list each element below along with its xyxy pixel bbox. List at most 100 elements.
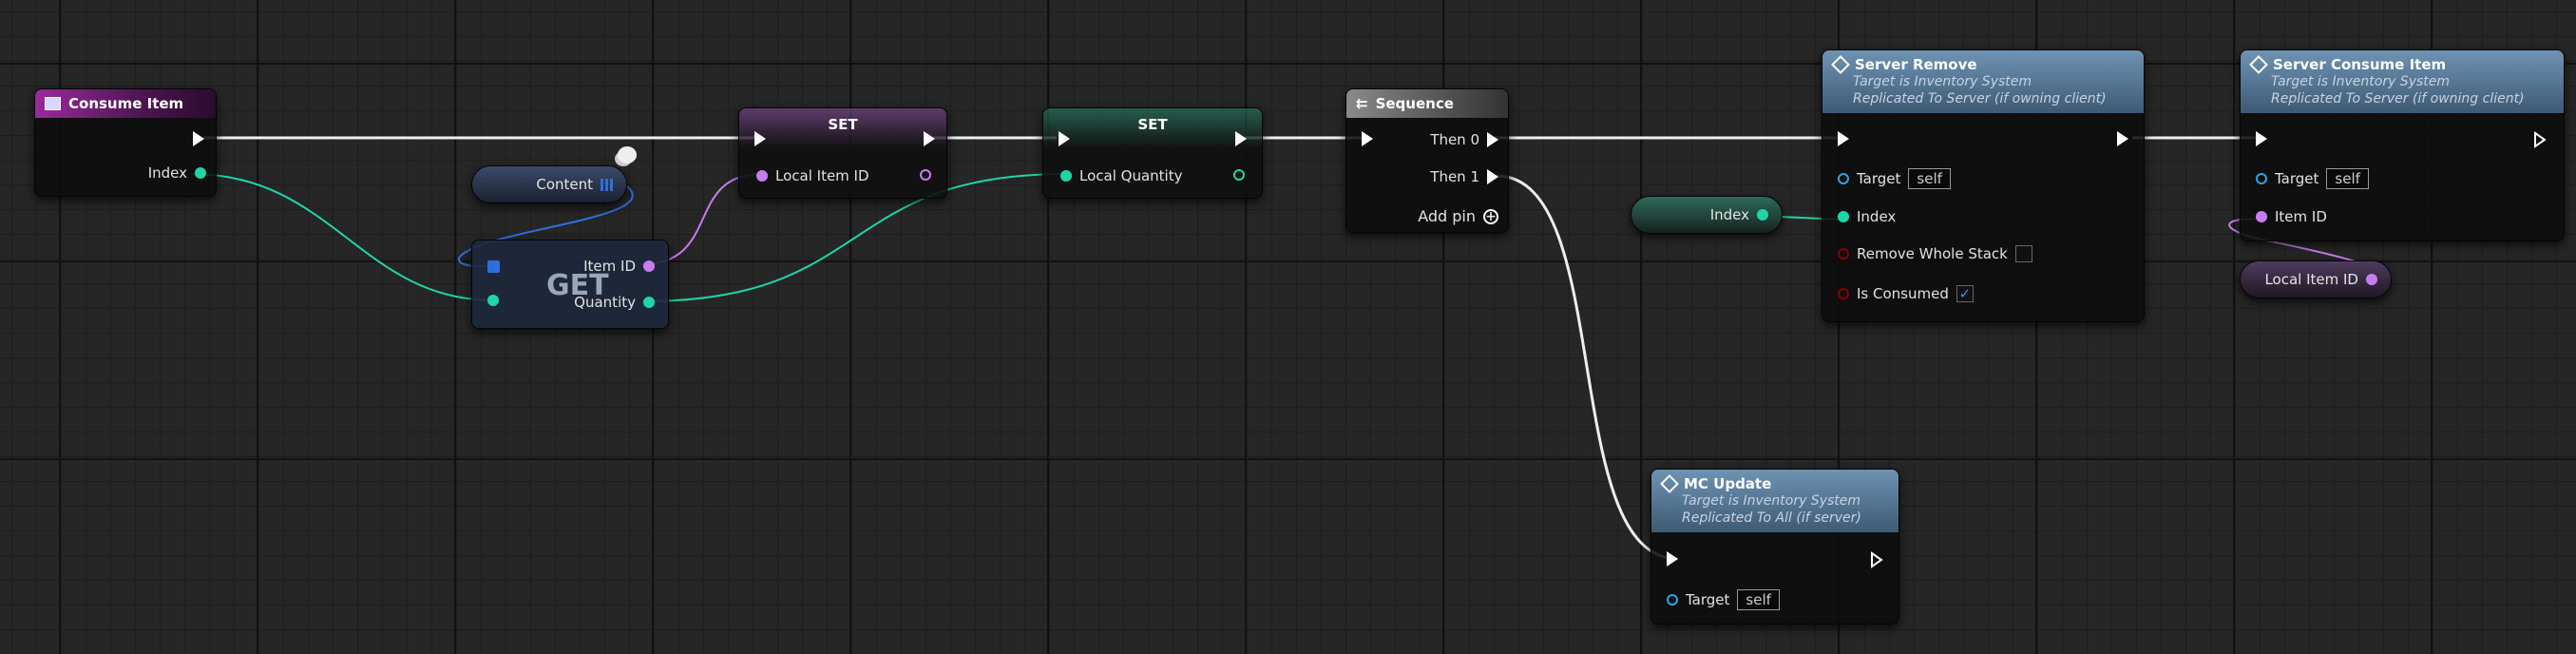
server-remove-sub1: Target is Inventory System (1853, 74, 2032, 89)
get-array-pin[interactable] (487, 260, 500, 273)
exec-wire (1496, 174, 1679, 561)
mc-update-header[interactable]: MC Update Target is Inventory System Rep… (1651, 470, 1899, 532)
index-pin[interactable] (195, 167, 206, 179)
sequence-exec-in[interactable] (1362, 131, 1373, 146)
index-var-label: Index (1709, 206, 1749, 223)
sequence-then0-label: Then 0 (1430, 131, 1479, 148)
server-consume-item-id-pin[interactable] (2256, 211, 2267, 222)
add-pin-button[interactable]: Add pin + (1418, 207, 1498, 225)
sequence-header[interactable]: ⇇ Sequence (1346, 89, 1508, 118)
local-item-id-variable-node[interactable]: Local Item ID (2240, 260, 2392, 298)
server-remove-sub2: Replicated To Server (if owning client) (1853, 91, 2107, 106)
content-variable-node[interactable]: Content (471, 165, 627, 203)
exec-pin-icon (2117, 131, 2128, 146)
set-item-exec-out[interactable] (924, 131, 935, 146)
exec-pin-icon (1838, 131, 1849, 146)
get-quantity-label: Quantity (574, 294, 636, 311)
set-item-pin-label: Local Item ID (775, 167, 869, 184)
set-local-item-id-node[interactable]: SET Local Item ID (738, 107, 947, 199)
quantity-wire (642, 173, 1067, 302)
get-node[interactable]: GET Item ID Quantity (471, 240, 669, 329)
mc-update-node[interactable]: MC Update Target is Inventory System Rep… (1651, 469, 1899, 625)
consume-item-node[interactable]: Consume Item Index (34, 88, 217, 197)
set-quantity-input-pin[interactable] (1060, 170, 1072, 182)
server-consume-item-id-label: Item ID (2275, 208, 2327, 225)
event-icon (45, 97, 61, 110)
server-consume-sub2: Replicated To Server (if owning client) (2271, 91, 2525, 106)
server-remove-index-pin[interactable] (1838, 211, 1849, 222)
exec-pin-icon (754, 131, 766, 146)
mc-update-target-pin[interactable] (1667, 594, 1678, 606)
content-label: Content (536, 176, 593, 193)
server-consume-header[interactable]: Server Consume Item Target is Inventory … (2241, 50, 2564, 113)
mc-update-self-field[interactable]: self (1737, 589, 1780, 610)
server-remove-title: Server Remove (1855, 56, 1977, 73)
get-quantity-pin[interactable] (643, 297, 655, 308)
server-remove-index-label: Index (1857, 208, 1897, 225)
get-index-pin[interactable] (487, 295, 499, 306)
server-consume-target-label: Target (2275, 170, 2319, 187)
exec-out-hollow-icon (1871, 551, 1883, 568)
server-consume-item-node[interactable]: Server Consume Item Target is Inventory … (2240, 49, 2565, 241)
exec-pin-icon (1059, 131, 1070, 146)
index-wire (191, 173, 495, 301)
set-item-title: SET (828, 116, 858, 133)
function-icon (1660, 474, 1679, 493)
set-quantity-title: SET (1137, 116, 1168, 133)
then1-pin[interactable] (1487, 169, 1498, 184)
set-quantity-exec-in[interactable] (1059, 131, 1070, 146)
get-item-id-pin[interactable] (643, 260, 655, 272)
server-consume-self-field[interactable]: self (2326, 168, 2369, 189)
mc-update-exec-out[interactable] (1870, 551, 1883, 568)
mc-update-exec-in[interactable] (1667, 551, 1678, 567)
mc-update-sub1: Target is Inventory System (1682, 493, 1861, 509)
mc-update-target-label: Target (1686, 591, 1730, 608)
is-consumed-checkbox[interactable]: ✓ (1956, 285, 1974, 302)
server-remove-self-field[interactable]: self (1908, 168, 1951, 189)
set-item-exec-in[interactable] (754, 131, 766, 146)
add-pin-label: Add pin (1418, 207, 1476, 225)
set-quantity-output-pin[interactable] (1233, 169, 1245, 181)
checkmark-icon: ✓ (1958, 285, 1972, 302)
server-remove-target-pin[interactable] (1838, 173, 1849, 184)
remove-whole-stack-checkbox[interactable] (2014, 245, 2032, 262)
server-consume-sub1: Target is Inventory System (2271, 74, 2451, 89)
get-item-id-label: Item ID (583, 258, 636, 275)
exec-pin-icon (1235, 131, 1247, 146)
consume-item-header[interactable]: Consume Item (35, 89, 216, 118)
function-icon (1831, 55, 1850, 74)
get-label: GET (546, 269, 609, 302)
comment-bubble-icon[interactable] (618, 146, 637, 164)
sequence-node[interactable]: ⇇ Sequence Then 0 Then 1 Add pin + (1345, 88, 1509, 233)
server-consume-exec-out[interactable] (2533, 131, 2547, 148)
set-item-input-pin[interactable] (756, 170, 768, 182)
exec-pin-icon (924, 131, 935, 146)
server-remove-node[interactable]: Server Remove Target is Inventory System… (1822, 49, 2145, 322)
server-remove-header[interactable]: Server Remove Target is Inventory System… (1822, 50, 2144, 113)
set-local-quantity-node[interactable]: SET Local Quantity (1042, 107, 1263, 199)
consume-item-exec-out[interactable] (193, 131, 204, 146)
mc-update-title: MC Update (1684, 475, 1772, 492)
grid-icon[interactable] (601, 178, 613, 191)
local-item-var-pin[interactable] (2366, 274, 2377, 285)
server-remove-exec-out[interactable] (2117, 131, 2128, 146)
server-remove-target-label: Target (1857, 170, 1901, 187)
sequence-then1-label: Then 1 (1430, 168, 1479, 185)
server-consume-exec-in[interactable] (2256, 131, 2267, 146)
set-quantity-pin-label: Local Quantity (1079, 167, 1183, 184)
local-item-var-label: Local Item ID (2264, 271, 2358, 288)
exec-pin-icon (1362, 131, 1373, 146)
set-item-output-pin[interactable] (920, 169, 931, 181)
remove-whole-stack-pin[interactable] (1838, 248, 1849, 260)
then0-pin[interactable] (1487, 132, 1498, 147)
exec-out-hollow-icon (2534, 131, 2547, 148)
set-quantity-exec-out[interactable] (1235, 131, 1247, 146)
server-consume-target-pin[interactable] (2256, 173, 2267, 184)
sequence-icon: ⇇ (1356, 95, 1368, 112)
is-consumed-pin[interactable] (1838, 288, 1849, 299)
server-remove-exec-in[interactable] (1838, 131, 1849, 146)
exec-pin-icon (2256, 131, 2267, 146)
exec-pin-icon (193, 131, 204, 146)
index-variable-node[interactable]: Index (1631, 196, 1783, 234)
index-var-pin[interactable] (1757, 209, 1768, 221)
